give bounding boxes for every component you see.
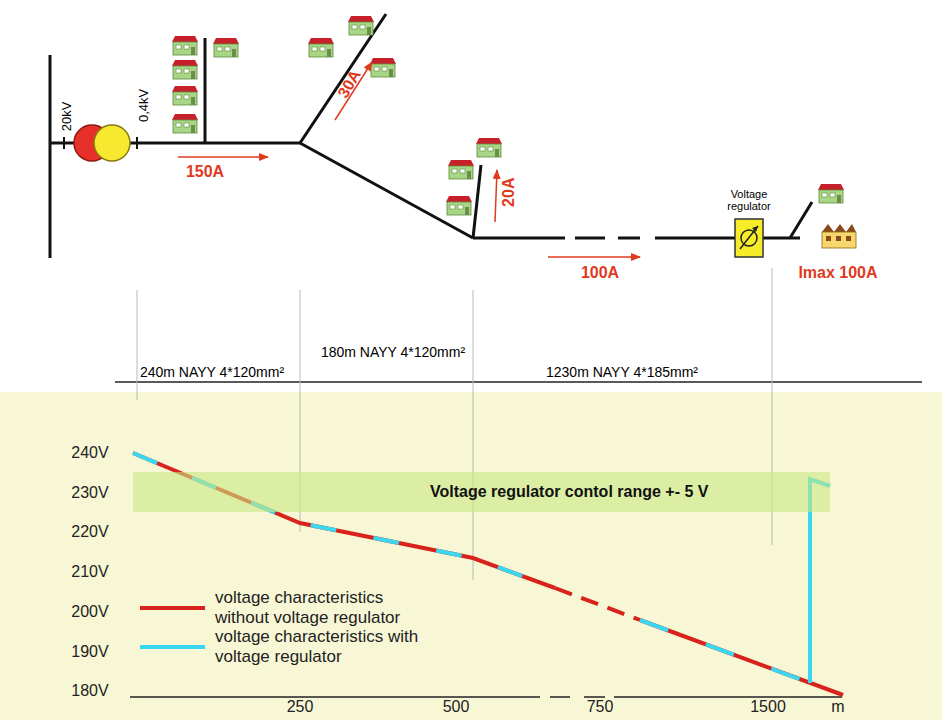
current-label: 150A	[186, 163, 224, 181]
axis-tick: 230V	[71, 484, 108, 502]
control-range-band: Voltage regulator contol range +- 5 V	[133, 472, 830, 512]
legend-text: voltage characteristics with voltage reg…	[215, 627, 430, 666]
voltage-regulator: Voltage regulator	[718, 188, 780, 258]
axis-tick: 1500	[750, 698, 786, 716]
current-label: 100A	[581, 264, 619, 282]
axis-tick: 240V	[71, 444, 108, 462]
cable-label: 180m NAYY 4*120mm²	[321, 344, 465, 360]
axis-tick: 200V	[71, 603, 108, 621]
band-text: Voltage regulator contol range +- 5 V	[430, 483, 708, 501]
current-label: 20A	[501, 177, 519, 206]
axis-tick: 750	[587, 698, 614, 716]
axis-tick: 210V	[71, 563, 108, 581]
legend-text: voltage characteristics without voltage …	[215, 588, 430, 627]
axis-unit: m	[831, 698, 844, 716]
current-label: 30A	[335, 67, 366, 102]
axis-tick: 180V	[71, 682, 108, 700]
regulator-symbol	[734, 218, 764, 258]
axis-tick: 500	[443, 698, 470, 716]
voltage-label: 20kV	[61, 101, 76, 131]
axis-tick: 250	[287, 698, 314, 716]
axis-tick: 190V	[71, 643, 108, 661]
axis-tick: 220V	[71, 523, 108, 541]
device-caption: Voltage regulator	[718, 188, 780, 212]
cable-label: 240m NAYY 4*120mm²	[140, 364, 284, 380]
current-label: Imax 100A	[798, 264, 877, 282]
voltage-label: 0,4kV	[138, 88, 153, 121]
cable-label: 1230m NAYY 4*185mm²	[546, 364, 698, 380]
